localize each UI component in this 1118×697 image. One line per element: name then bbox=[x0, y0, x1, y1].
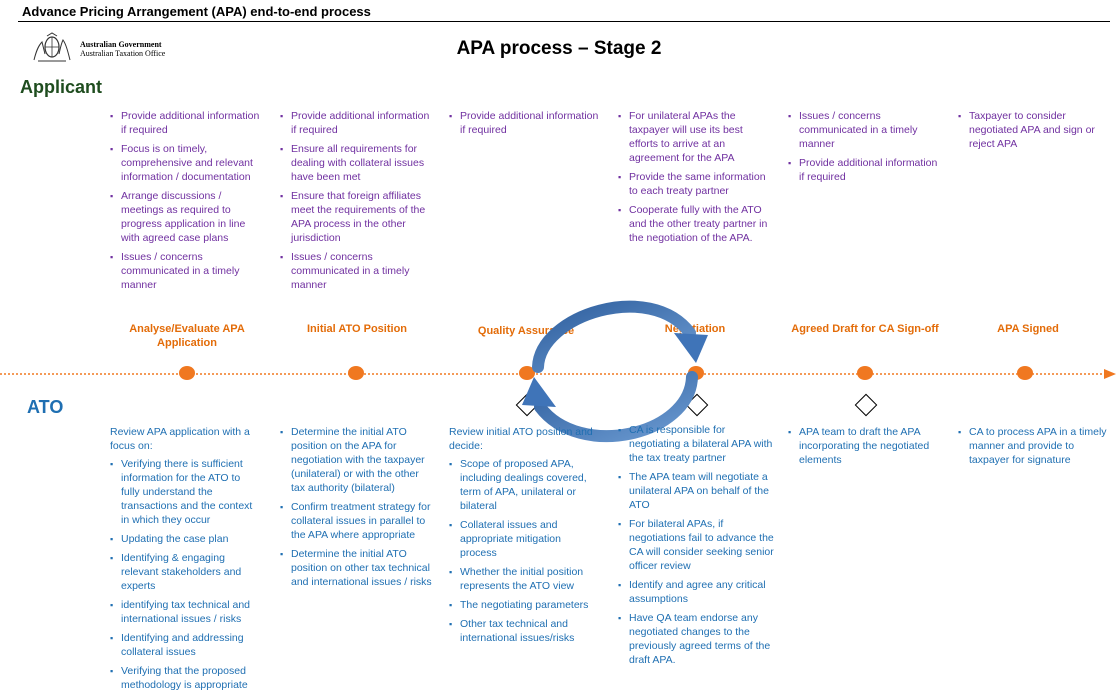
ato-item: For bilateral APAs, if negotiations fail… bbox=[618, 517, 776, 573]
applicant-item: For unilateral APAs the taxpayer will us… bbox=[618, 109, 770, 165]
ato-logo: Australian Government Australian Taxatio… bbox=[30, 32, 180, 62]
ato-item: The negotiating parameters bbox=[449, 598, 599, 612]
ato-item: Updating the case plan bbox=[110, 532, 260, 546]
document-title: Advance Pricing Arrangement (APA) end-to… bbox=[22, 4, 371, 19]
timeline-milestone bbox=[348, 366, 364, 380]
ato-column-1: Review APA application with a focus on: … bbox=[110, 425, 260, 697]
ato-item: Verifying there is sufficient informatio… bbox=[110, 457, 260, 527]
timeline-milestone bbox=[519, 366, 535, 380]
ato-item: Whether the initial position represents … bbox=[449, 565, 599, 593]
ato-item: Identifying & engaging relevant stakehol… bbox=[110, 551, 260, 593]
coat-of-arms-icon bbox=[33, 32, 71, 62]
logo-line-ato: Australian Taxation Office bbox=[80, 49, 166, 58]
ato-item: Identify and agree any critical assumpti… bbox=[618, 578, 776, 606]
ato-intro: Review initial ATO position and decide: bbox=[449, 426, 593, 452]
applicant-item: Issues / concerns communicated in a time… bbox=[280, 250, 432, 292]
applicant-column-1: Provide additional information if requir… bbox=[110, 109, 262, 297]
ato-item: Other tax technical and international is… bbox=[449, 617, 599, 645]
applicant-item: Taxpayer to consider negotiated APA and … bbox=[958, 109, 1108, 151]
timeline-milestone bbox=[1017, 366, 1033, 380]
ato-item: Collateral issues and appropriate mitiga… bbox=[449, 518, 599, 560]
applicant-item: Issues / concerns communicated in a time… bbox=[110, 250, 262, 292]
applicant-item: Provide additional information if requir… bbox=[280, 109, 432, 137]
applicant-item: Issues / concerns communicated in a time… bbox=[788, 109, 940, 151]
lane-label-ato: ATO bbox=[27, 397, 64, 417]
applicant-item: Ensure all requirements for dealing with… bbox=[280, 142, 432, 184]
applicant-column-6: Taxpayer to consider negotiated APA and … bbox=[958, 109, 1108, 156]
ato-intro: Review APA application with a focus on: bbox=[110, 426, 250, 452]
stage-label-agreed-draft: Agreed Draft for CA Sign-off bbox=[791, 323, 939, 335]
ato-item: identifying tax technical and internatio… bbox=[110, 598, 260, 626]
ato-item: Determine the initial ATO position on ot… bbox=[280, 547, 435, 589]
ato-column-3: Review initial ATO position and decide: … bbox=[449, 425, 599, 650]
applicant-item: Provide additional information if requir… bbox=[110, 109, 262, 137]
ato-item: CA to process APA in a timely manner and… bbox=[958, 425, 1113, 467]
ato-item: Scope of proposed APA, including dealing… bbox=[449, 457, 599, 513]
applicant-item: Provide additional information if requir… bbox=[449, 109, 601, 137]
decision-diamond bbox=[854, 393, 878, 417]
applicant-item: Provide additional information if requir… bbox=[788, 156, 940, 184]
applicant-column-4: For unilateral APAs the taxpayer will us… bbox=[618, 109, 770, 250]
ato-item: Confirm treatment strategy for collatera… bbox=[280, 500, 435, 542]
ato-item: Have QA team endorse any negotiated chan… bbox=[618, 611, 776, 667]
timeline-milestone bbox=[179, 366, 195, 380]
applicant-item: Provide the same information to each tre… bbox=[618, 170, 770, 198]
applicant-column-5: Issues / concerns communicated in a time… bbox=[788, 109, 940, 189]
timeline-milestone bbox=[857, 366, 873, 380]
ato-item: APA team to draft the APA incorporating … bbox=[788, 425, 938, 467]
applicant-column-2: Provide additional information if requir… bbox=[280, 109, 432, 297]
stage-label-analyse: Analyse/Evaluate APA Application bbox=[129, 323, 245, 349]
stage-label-initial-position: Initial ATO Position bbox=[306, 323, 408, 335]
applicant-item: Cooperate fully with the ATO and the oth… bbox=[618, 203, 770, 245]
applicant-item: Ensure that foreign affiliates meet the … bbox=[280, 189, 432, 245]
ato-column-5: APA team to draft the APA incorporating … bbox=[788, 425, 938, 472]
ato-item: Determine the initial ATO position on th… bbox=[280, 425, 435, 495]
applicant-column-3: Provide additional information if requir… bbox=[449, 109, 601, 142]
ato-item: Identifying and addressing collateral is… bbox=[110, 631, 260, 659]
applicant-item: Arrange discussions / meetings as requir… bbox=[110, 189, 262, 245]
applicant-item: Focus is on timely, comprehensive and re… bbox=[110, 142, 262, 184]
ato-item: CA is responsible for negotiating a bila… bbox=[618, 423, 776, 465]
ato-item: The APA team will negotiate a unilateral… bbox=[618, 470, 776, 512]
stage-label-apa-signed: APA Signed bbox=[997, 323, 1059, 335]
stage-title: APA process – Stage 2 bbox=[456, 38, 662, 59]
logo-line-government: Australian Government bbox=[80, 40, 162, 49]
ato-column-4: CA is responsible for negotiating a bila… bbox=[618, 423, 776, 672]
ato-column-6: CA to process APA in a timely manner and… bbox=[958, 425, 1113, 472]
header-rule bbox=[18, 21, 1110, 22]
ato-column-2: Determine the initial ATO position on th… bbox=[280, 425, 435, 594]
lane-label-applicant: Applicant bbox=[20, 77, 103, 97]
